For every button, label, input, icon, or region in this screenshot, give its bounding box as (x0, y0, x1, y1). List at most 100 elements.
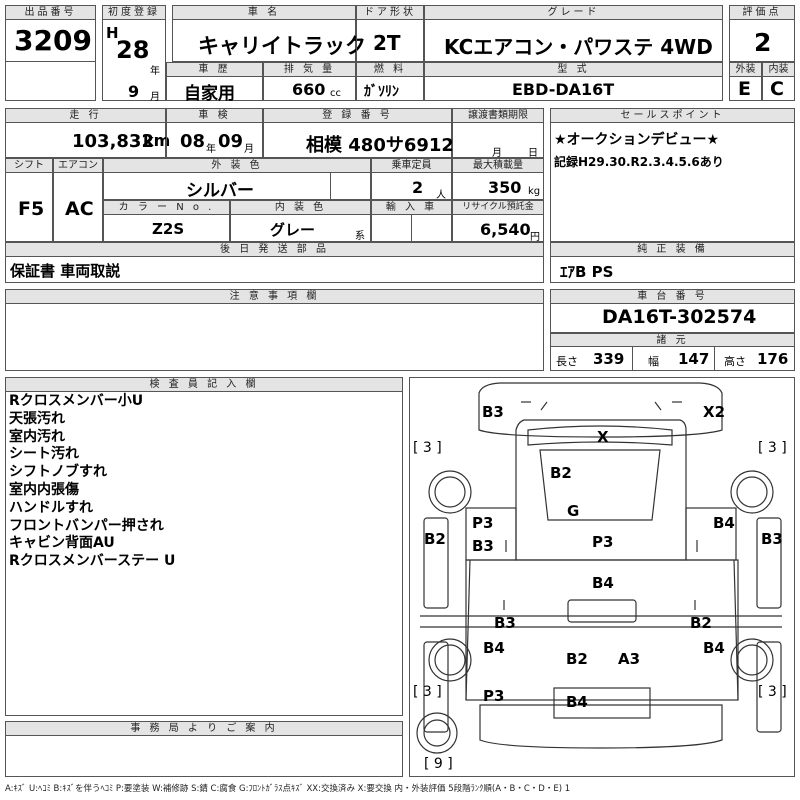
bed-outline (465, 559, 739, 701)
first-reg-era: H (106, 24, 119, 42)
exterior-grade: E (738, 78, 751, 100)
genuine-header: 純 正 装 備 (550, 242, 795, 257)
first-reg-cell (102, 19, 166, 101)
fuel: ｶﾞｿﾘﾝ (364, 84, 399, 100)
mark-x: X (597, 428, 609, 446)
tire-bracket-rl: [ 3 ] (413, 684, 442, 700)
interior-header: 内装 (762, 62, 795, 77)
tire-bracket-fr: [ 3 ] (758, 440, 787, 456)
mark-b4-bottom: B4 (566, 693, 588, 711)
inspector-notes-list: Rクロスメンバー小U 天張汚れ 室内汚れ シート汚れ シフトノブすれ 室内内張傷… (9, 393, 175, 571)
specs-header: 諸 元 (550, 333, 795, 347)
max-load-header: 最大積載量 (452, 158, 544, 173)
office-cell (5, 735, 403, 777)
width: 147 (678, 350, 710, 368)
mark-b4-right-low: B4 (703, 639, 725, 657)
inspector-note: キャビン背面AU (9, 535, 115, 552)
mark-a3: A3 (618, 650, 641, 668)
mark-b2-bar-right: B2 (690, 614, 712, 632)
capacity-cell (371, 172, 452, 200)
front-bumper-outline (478, 382, 723, 438)
first-reg-year-unit: 年 (150, 66, 160, 77)
transfer-month-label: 月 (492, 148, 502, 159)
lot-blank-cell (5, 61, 96, 101)
sales-point-line2: 記録H29.30.R2.3.4.5.6あり (554, 155, 724, 169)
recycle-cell (452, 214, 544, 242)
ext-color-cell (103, 172, 371, 200)
first-reg-month-unit: 月 (150, 92, 160, 103)
int-color-cell (230, 214, 371, 242)
width-label: 幅 (648, 355, 659, 368)
vehicle-diagram (409, 377, 795, 777)
tire-bracket-fl: [ 3 ] (413, 440, 442, 456)
wheel-front-right (730, 470, 774, 514)
aircon: AC (65, 198, 94, 220)
chassis-cell (550, 303, 795, 333)
sales-point-header: セールスポイント (550, 108, 795, 123)
wheel-rear-right (730, 638, 774, 682)
color-no: Z2S (152, 220, 185, 238)
tire-bracket-rr: [ 3 ] (758, 684, 787, 700)
displacement-cell (263, 76, 356, 101)
door-cell (356, 19, 424, 62)
capacity: 2 (412, 178, 424, 197)
inspector-note: フロントバンパー押され (9, 517, 164, 534)
car-name-header: 車 名 (172, 5, 356, 20)
height: 176 (757, 350, 789, 368)
mileage-header: 走 行 (5, 108, 166, 123)
transfer-cell (452, 122, 544, 158)
displacement-unit: cc (330, 88, 341, 99)
left-side-panel (423, 517, 449, 609)
recycle-header: リサイクル預託金 (452, 200, 544, 215)
exterior-header: 外装 (729, 62, 762, 77)
inspection-header: 車 検 (166, 108, 263, 123)
length-label: 長さ (556, 355, 578, 368)
legend: A:ｷｽﾞ U:ﾍｺﾐ B:ｷｽﾞを伴うﾍｺﾐ P:要塗装 W:補修跡 S:錆 … (5, 784, 571, 794)
grade-cell (424, 19, 723, 62)
inspector-note: シート汚れ (9, 446, 79, 463)
history-cell (166, 76, 263, 101)
mark-b3-left: B3 (472, 537, 494, 555)
max-load-unit: kg (528, 186, 541, 197)
rear-step (553, 687, 651, 719)
mark-b3-right: B3 (761, 530, 783, 548)
model-code: EBD-DA16T (512, 80, 615, 99)
recycle-unit: 円 (530, 232, 540, 243)
inspection-cell (166, 122, 263, 158)
inspection-year: 08 (180, 131, 206, 152)
shift-header: シフト (5, 158, 53, 173)
shift-cell (5, 172, 53, 242)
mark-b4-right: B4 (713, 514, 735, 532)
grade: KCエアコン・パワステ 4WD (444, 35, 713, 59)
fuel-header: 燃 料 (356, 62, 424, 77)
color-no-header: カ ラ ー N o . (103, 200, 230, 215)
lot-no: 3209 (14, 24, 92, 57)
reg-no: 相模 480サ6912 (306, 135, 454, 156)
spare-tire (416, 712, 458, 754)
truck-diagram-svg (416, 382, 782, 754)
mileage-unit: km (143, 131, 171, 150)
first-reg-year: 28 (116, 36, 150, 64)
mark-b4-left-low: B4 (483, 639, 505, 657)
inspector-note: 室内汚れ (9, 428, 65, 445)
int-color-header: 内 装 色 (230, 200, 371, 215)
displacement-header: 排 気 量 (263, 62, 356, 77)
sales-point-line1: ★オークションデビュー★ (554, 132, 720, 148)
inspector-note: Rクロスメンバー小U (9, 393, 144, 409)
height-label: 高さ (724, 355, 746, 368)
fuel-cell (356, 76, 424, 101)
capacity-header: 乗車定員 (371, 158, 452, 173)
door-header: ドア形状 (356, 5, 424, 20)
reg-no-header: 登 録 番 号 (263, 108, 452, 123)
office-header: 事 務 局 よ り ご 案 内 (5, 721, 403, 736)
displacement: 660 (292, 80, 326, 99)
notes-cell (5, 303, 544, 371)
chassis-header: 車 台 番 号 (550, 289, 795, 304)
mark-x2: X2 (703, 403, 726, 421)
model-code-header: 型 式 (424, 62, 723, 77)
grade-header: グレード (424, 5, 723, 20)
mileage-cell (5, 122, 166, 158)
mark-b3-top: B3 (482, 403, 504, 421)
color-no-cell (103, 214, 230, 242)
spare-bracket: [ 9 ] (424, 756, 453, 772)
